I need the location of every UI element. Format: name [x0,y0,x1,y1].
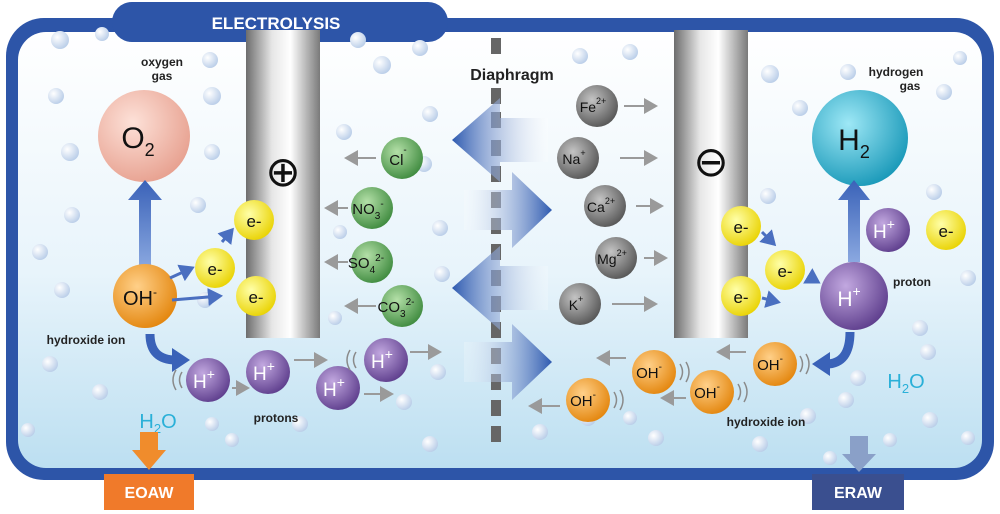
eoaw-output-arrow [132,432,166,470]
svg-text:NO3-: NO3- [352,199,383,222]
svg-text:e-: e- [246,212,261,231]
water-bubbles [21,27,976,465]
svg-text:e-: e- [207,260,222,279]
svg-text:e-: e- [248,288,263,307]
eraw-output-arrow [842,436,876,472]
proton-ion-free: H+ [866,208,910,252]
svg-text:H+: H+ [253,358,275,385]
eraw-output-box [812,474,904,510]
anion-nitrate: NO3- [324,187,393,229]
hydroxide-to-proton-arrowhead [172,348,190,372]
hydroxide-motion-marks [613,353,810,411]
svg-text:H+: H+ [873,216,895,243]
hydroxide-ion-label-right: hydroxide ion [727,415,806,429]
electron-anode-2: e- [195,248,235,288]
cation-sodium: Na+ [557,137,658,179]
water-label-left: H2O [139,411,176,436]
oxygen-formula: O2 [121,122,154,160]
proton-ion-cathode-large: H+ [820,262,888,330]
flow-arrow-left-2 [452,246,548,330]
water-label-right: H2O [887,371,924,396]
hydroxide-ion-cathode-1: OH- [753,342,797,386]
proton-ion-4: H+ [364,338,408,382]
hydrogen-formula: H2 [838,124,870,162]
svg-text:Fe2+: Fe2+ [580,96,607,115]
svg-text:Cl-: Cl- [389,145,407,169]
svg-text:e-: e- [733,218,748,237]
svg-text:Na+: Na+ [562,148,585,167]
proton-ion-3: H+ [316,366,360,410]
diagram-title: ELECTROLYSIS [212,14,341,33]
proton-label: proton [893,275,931,289]
flow-arrow-left-1 [452,98,548,182]
eoaw-output-box [104,474,194,510]
eoaw-label: EOAW [125,485,175,502]
hydrogen-molecule [812,90,908,186]
oh-to-oxygen-arrow [128,180,162,268]
electron-anode-3: e- [236,276,276,316]
hydroxide-ion-cathode-2: OH- [690,370,734,414]
svg-text:H+: H+ [323,374,345,401]
oh-to-electron-arrow-1 [169,264,195,282]
anion-carbonate: CO32- [344,285,423,327]
proton-to-hydrogen-arrow [838,180,870,262]
cathode-symbol: ⊖ [693,138,728,185]
svg-text:H+: H+ [193,366,215,393]
flow-arrow-right-1 [464,172,552,248]
hydrogen-caption-line1: hydrogen [869,65,924,79]
svg-text:OH-: OH- [570,390,596,410]
svg-text:OH-: OH- [636,362,662,382]
electron-cathode-3: e- [721,276,761,316]
oh-to-electron-arrow-2 [171,288,223,306]
hydroxide-flow-arrows [528,344,746,414]
cation-iron: Fe2+ [576,85,658,127]
eraw-label: ERAW [834,485,883,502]
electron-to-anode-arrow-1 [217,227,234,245]
hydroxide-ion-label-left: hydroxide ion [47,333,126,347]
hydroxide-ion-cathode-4: OH- [566,378,610,422]
oxygen-caption-line2: gas [152,69,173,83]
hydroxide-ion-anode-label: OH- [123,285,157,310]
svg-text:SO42-: SO42- [348,253,384,276]
svg-text:Ca2+: Ca2+ [587,196,615,215]
svg-text:e-: e- [777,262,792,281]
electron-cathode-2: e- [765,250,805,290]
cation-magnesium: Mg2+ [595,237,668,279]
svg-text:e-: e- [938,222,953,241]
cation-potassium: K+ [559,283,658,325]
svg-text:H+: H+ [371,346,393,373]
oxygen-caption-line1: oxygen [141,55,183,69]
hydroxide-ion-anode [113,264,177,328]
electron-anode-1: e- [234,200,274,240]
svg-text:OH-: OH- [757,354,783,374]
svg-text:K+: K+ [569,294,584,313]
electron-cathode-1: e- [721,206,761,246]
hydroxide-to-proton-arrow [145,333,177,365]
proton-motion-marks [172,349,357,391]
cation-calcium: Ca2+ [584,185,664,227]
anion-chloride: Cl- [344,137,423,179]
protons-label: protons [254,411,299,425]
proton-ion-2: H+ [246,350,290,394]
anion-sulfate: SO42- [324,241,393,283]
diaphragm-label: Diaphragm [470,67,554,84]
svg-text:OH-: OH- [694,382,720,402]
proton-ion-1: H+ [186,358,230,402]
oxygen-molecule [98,90,190,182]
flow-arrow-right-2 [464,324,552,400]
proton-to-hydroxide-arrowhead [812,352,830,376]
svg-text:CO32-: CO32- [378,297,415,320]
proton-flow-arrows [232,344,442,402]
hydrogen-caption-line2: gas [900,79,921,93]
title-tab [112,2,448,42]
hydroxide-ion-cathode-3: OH- [632,350,676,394]
electron-free: e- [926,210,966,250]
svg-text:Mg2+: Mg2+ [597,248,627,267]
cathode-electron-arrows [759,229,821,308]
anode-symbol: ⊕ [265,148,300,195]
svg-text:H+: H+ [837,283,860,311]
svg-text:e-: e- [733,288,748,307]
